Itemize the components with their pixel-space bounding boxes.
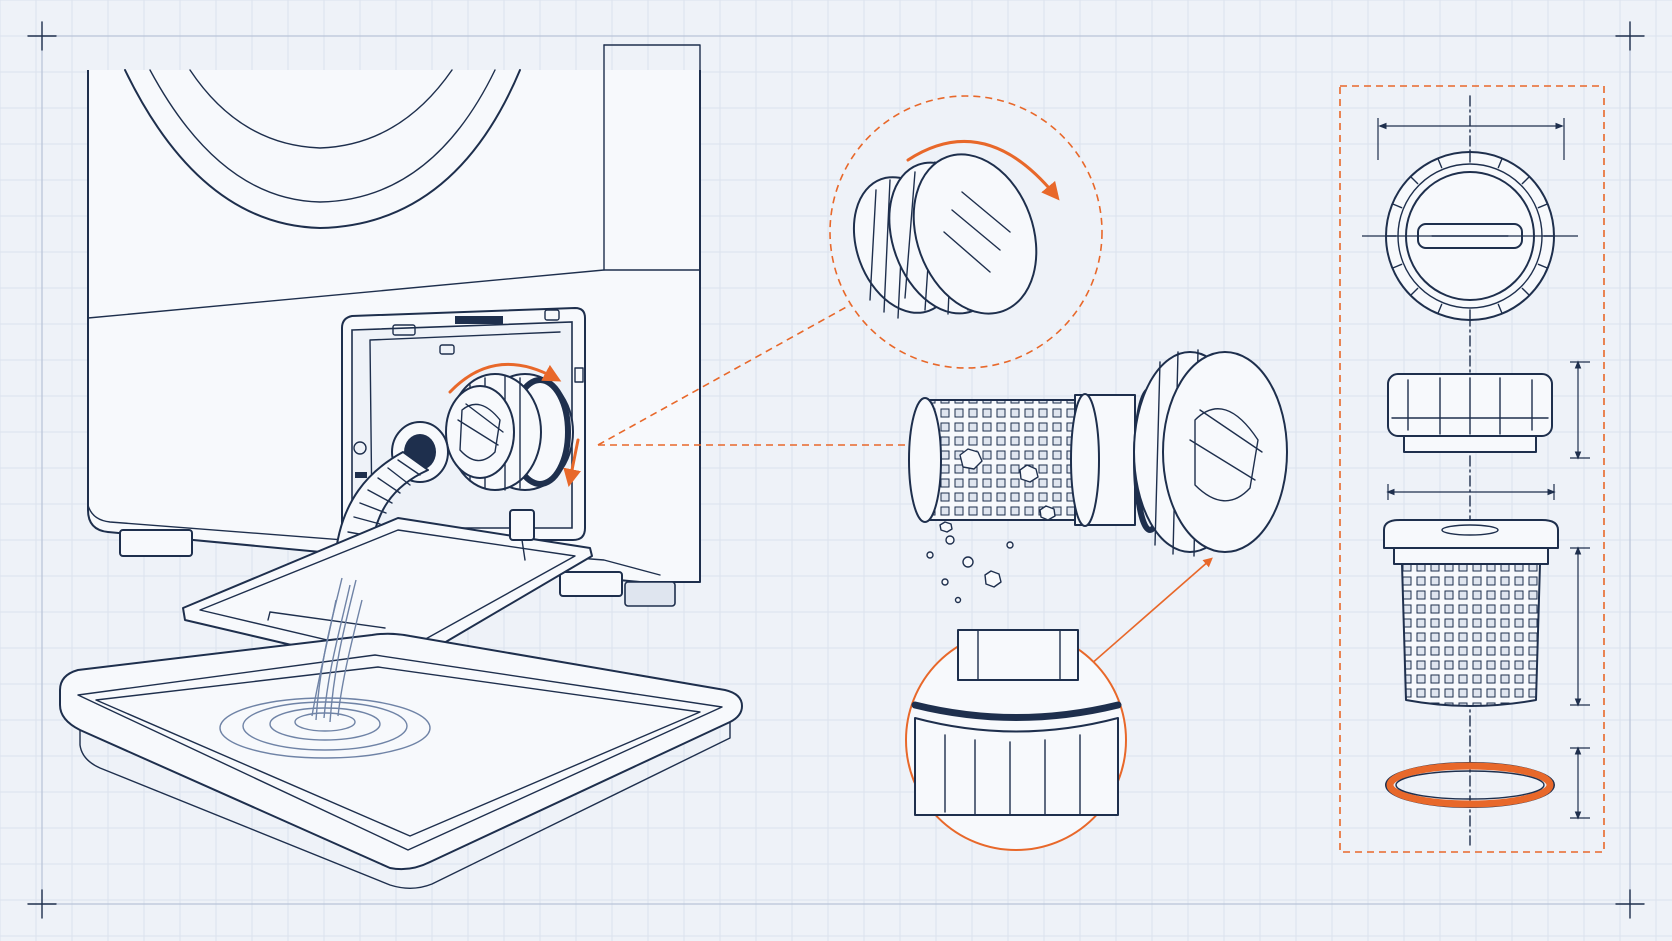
filter-basket-side-view [1383, 519, 1559, 707]
cap-notch [1497, 303, 1503, 315]
crosshair-icon [27, 21, 1645, 919]
curved-arrow-icon [448, 362, 562, 394]
curved-arrow-icon [563, 438, 581, 488]
gasket-ring [1385, 762, 1555, 808]
filter-cap-installed [445, 373, 574, 491]
washing-machine [59, 44, 743, 889]
cap-notch [1521, 287, 1531, 297]
cap-notch [1521, 175, 1531, 185]
filter-assembly-removed [908, 349, 1288, 604]
cap-notch [1409, 175, 1419, 185]
leader-line [597, 304, 851, 446]
water-ripples [219, 697, 431, 759]
cap-notch [1537, 203, 1549, 209]
cap-notch [1497, 157, 1503, 169]
cap-notch [1391, 203, 1403, 209]
cap-notch [1537, 263, 1549, 269]
hatch-door-flap [182, 509, 593, 671]
cap-notch [1409, 287, 1419, 297]
machine-feet [119, 529, 676, 607]
machine-door [124, 69, 521, 229]
leader-line [1089, 557, 1213, 666]
zoom-detail-cap-rotation [829, 95, 1103, 369]
drain-tray [59, 632, 743, 889]
debris-particles [926, 448, 1056, 604]
frame-border [41, 35, 1631, 905]
cap-notch [1437, 303, 1443, 315]
cap-top-view [1362, 151, 1578, 321]
parts-breakdown-panel [1339, 85, 1605, 853]
zoom-detail-gasket-seal [905, 629, 1127, 851]
cap-notch [1391, 263, 1403, 269]
cap-side-view [1387, 373, 1553, 453]
cap-notch [1437, 157, 1443, 169]
